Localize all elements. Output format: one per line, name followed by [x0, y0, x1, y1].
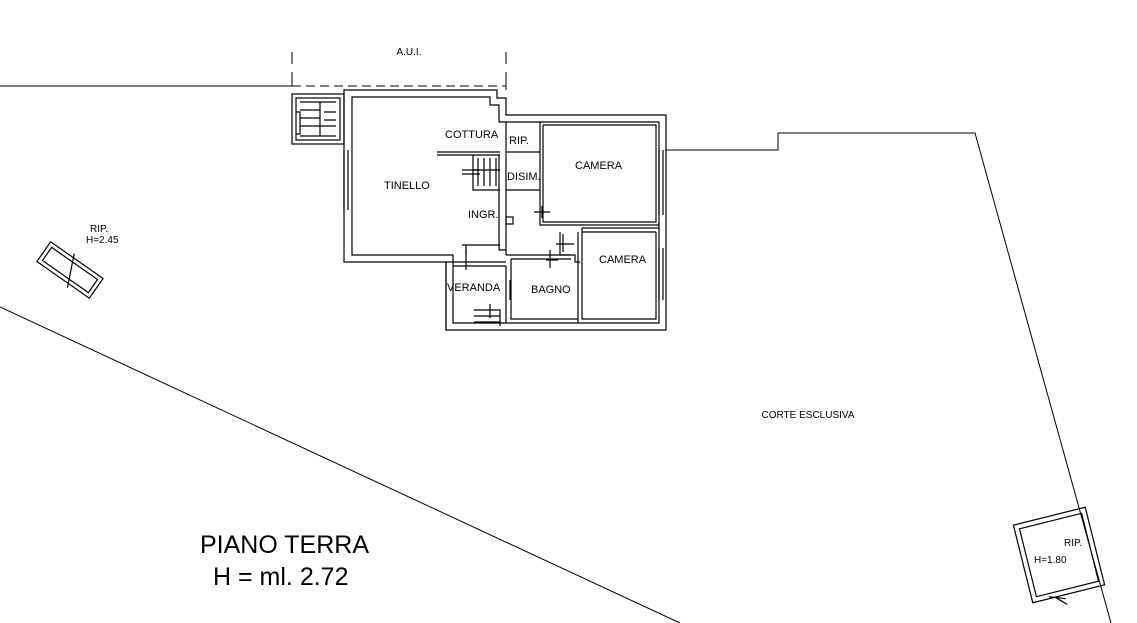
room-label-cottura: COTTURA: [445, 129, 499, 141]
room-label-disim: DISIM.: [507, 171, 541, 183]
aui-label: A.U.I.: [396, 47, 421, 58]
room-label-ingr: INGR.: [468, 209, 499, 221]
floor-height: H = ml. 2.72: [213, 563, 348, 591]
courtyard-label: CORTE ESCLUSIVA: [762, 410, 855, 421]
room-label-rip: RIP.: [509, 135, 529, 147]
storage-left-label: RIP.: [90, 224, 108, 235]
room-label-veranda: VERANDA: [447, 282, 501, 294]
building-walls: [291, 89, 667, 331]
room-label-bagno: BAGNO: [531, 284, 571, 296]
storage-right-height: H=1.80: [1034, 555, 1067, 566]
room-label-camera-1: CAMERA: [575, 160, 623, 172]
site-boundary-top-right: [665, 132, 1112, 623]
room-label-tinello: TINELLO: [384, 180, 430, 192]
storage-right-label: RIP.: [1064, 538, 1082, 549]
storage-left-box: [36, 240, 104, 300]
room-label-camera-2: CAMERA: [599, 254, 647, 266]
storage-left-height: H=2.45: [86, 235, 119, 246]
site-boundary-diagonal: [0, 306, 681, 623]
floor-title: PIANO TERRA: [200, 531, 369, 559]
storage-right-box: [1012, 506, 1106, 605]
